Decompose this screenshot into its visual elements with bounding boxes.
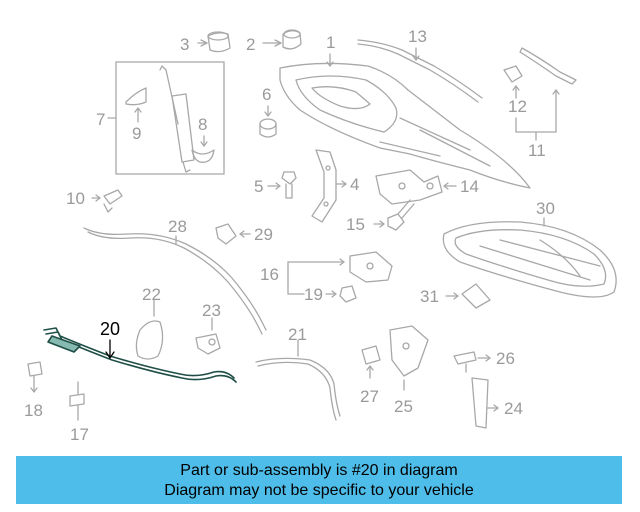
- part-label-8: 8: [198, 115, 208, 134]
- part-label-26: 26: [496, 349, 515, 368]
- part-15-drawing: [373, 199, 415, 231]
- part-2-drawing: [262, 29, 302, 50]
- part-label-5: 5: [254, 177, 264, 196]
- part-10-drawing: [91, 189, 123, 213]
- part-5-drawing: [267, 171, 297, 199]
- part-22-drawing: [135, 299, 164, 360]
- part-label-16: 16: [260, 265, 279, 284]
- part-label-21: 21: [288, 325, 307, 344]
- part-label-2: 2: [246, 35, 256, 54]
- part-label-29: 29: [254, 225, 273, 244]
- part-4-drawing: [311, 149, 347, 223]
- part-label-1: 1: [326, 33, 336, 52]
- part-label-11: 11: [528, 141, 546, 160]
- part-18-drawing: [27, 361, 43, 393]
- part-label-28: 28: [168, 217, 187, 236]
- part-label-24: 24: [504, 399, 523, 418]
- banner-line-1: Part or sub-assembly is #20 in diagram: [180, 462, 458, 479]
- part-25-drawing: [389, 325, 429, 391]
- part-1-drawing: [279, 53, 531, 189]
- part-label-19: 19: [304, 285, 323, 304]
- part-label-12: 12: [508, 97, 527, 116]
- part-label-10: 10: [66, 189, 85, 208]
- info-banner: Part or sub-assembly is #20 in diagram D…: [16, 456, 622, 504]
- part-label-27: 27: [360, 387, 379, 406]
- part-29-drawing: [215, 223, 251, 245]
- part-19-drawing: [325, 285, 357, 303]
- part-label-4: 4: [350, 175, 360, 194]
- banner-line-2: Diagram may not be specific to your vehi…: [164, 482, 474, 499]
- part-24-drawing: [471, 377, 499, 429]
- part-label-9: 9: [132, 124, 142, 143]
- part-3-drawing: [197, 31, 231, 53]
- part-label-15: 15: [346, 215, 365, 234]
- part-7-box: [107, 61, 225, 175]
- part-21-drawing: [255, 339, 341, 421]
- part-27-drawing: [361, 345, 381, 379]
- part-26-drawing: [453, 351, 491, 373]
- part-label-30: 30: [536, 199, 555, 218]
- part-30-drawing: [442, 217, 617, 298]
- part-11-12-drawing: [503, 47, 577, 141]
- part-23-drawing: [195, 317, 221, 355]
- part-label-13: 13: [408, 27, 427, 46]
- part-label-25: 25: [394, 397, 413, 416]
- part-28-drawing: [83, 227, 267, 335]
- part-label-3: 3: [180, 35, 190, 54]
- part-label-23: 23: [202, 301, 221, 320]
- part-label-7: 7: [96, 110, 106, 129]
- part-label-31: 31: [420, 287, 439, 306]
- part-label-22: 22: [142, 285, 161, 304]
- part-17-drawing: [69, 381, 85, 421]
- part-label-17: 17: [70, 425, 89, 444]
- part-14-drawing: [375, 169, 457, 205]
- part-16-drawing: [287, 251, 393, 295]
- part-31-drawing: [445, 283, 491, 309]
- part-13-drawing: [357, 39, 483, 103]
- part-label-18: 18: [24, 401, 43, 420]
- part-20-cable-drawing: [43, 327, 237, 383]
- part-6-drawing: [259, 105, 277, 138]
- part-label-14: 14: [460, 177, 479, 196]
- part-label-20: 20: [100, 319, 121, 339]
- part-label-6: 6: [262, 85, 272, 104]
